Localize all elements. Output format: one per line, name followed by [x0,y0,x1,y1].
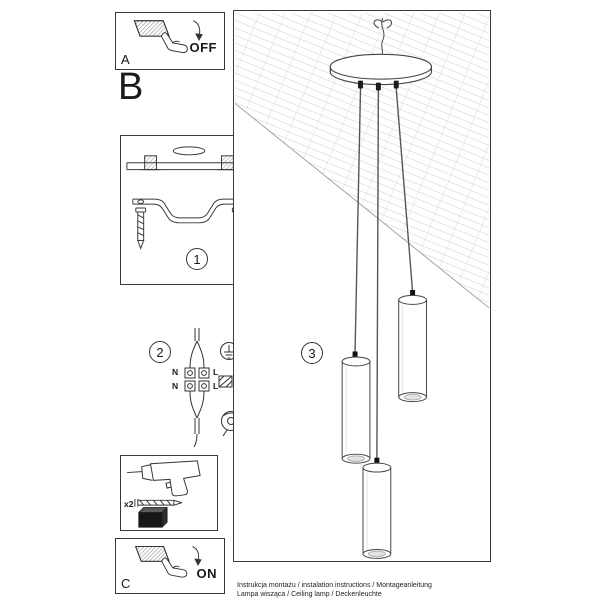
screw-left-icon [135,207,147,250]
cable-clip-right-icon [221,155,234,171]
panel-letter-a: A [121,52,130,67]
footer-line-2: Lampa wisząca / Ceiling lamp / Deckenleu… [237,591,382,598]
step-2-badge: 2 [149,341,171,363]
drill-and-hardware-illustration [127,460,201,528]
drill-icon [127,460,201,497]
cable-gland-right [393,80,399,89]
pendant-cylinder-bottom [362,457,392,559]
section-letter-b: B [118,66,144,108]
footer: Instrukcja montażu / instalation instruc… [237,581,432,599]
step-1-badge: 1 [186,248,208,270]
wire-label-l-bottom: L [213,381,219,391]
panel-tools: x2 [120,455,218,531]
switch-state-off-label: OFF [189,40,217,55]
hanging-wire-icon [373,17,393,56]
cable-gland-left [358,80,363,89]
rotate-arrow-icon [192,546,202,566]
mounting-bracket-icon [132,198,246,224]
switch-press-on-illustration [135,545,202,578]
switch-state-on-label: ON [196,566,217,581]
wire-label-n-bottom: N [172,381,179,391]
panel-letter-c: C [121,576,131,591]
cable-clip-left-icon [144,155,157,171]
wall-plug-icon [138,507,168,528]
rotate-arrow-icon [192,20,203,41]
step-3-badge: 3 [301,342,323,364]
cable-gland-mid [375,82,381,91]
lamp-cable-icon [189,390,205,448]
screw-count-label: x2 [124,499,134,509]
canopy-top-view [172,146,206,156]
hand-press-icon [161,557,188,578]
pendant-cylinder-right [398,289,427,403]
pendant-lamp-illustration [234,13,490,559]
pendant-cylinder-left [341,351,371,464]
panel-switch-off: A OFF [115,12,225,70]
panel-switch-on: C ON [115,538,225,594]
screw-icon [134,498,183,507]
hand-press-icon [160,32,188,54]
terminal-blocks-icon [184,367,210,392]
wire-label-l-top: L [213,367,219,377]
wire-label-n-top: N [172,367,179,377]
mains-cable-icon [189,328,205,369]
panel-lamp-overview: 3 [233,10,491,562]
switch-press-off-illustration [133,20,203,54]
ceiling-canopy [329,53,433,91]
switch-icon [135,545,170,562]
suspension-cables [354,88,414,458]
footer-line-1: Instrukcja montażu / instalation instruc… [237,582,432,589]
switch-icon [133,20,170,37]
